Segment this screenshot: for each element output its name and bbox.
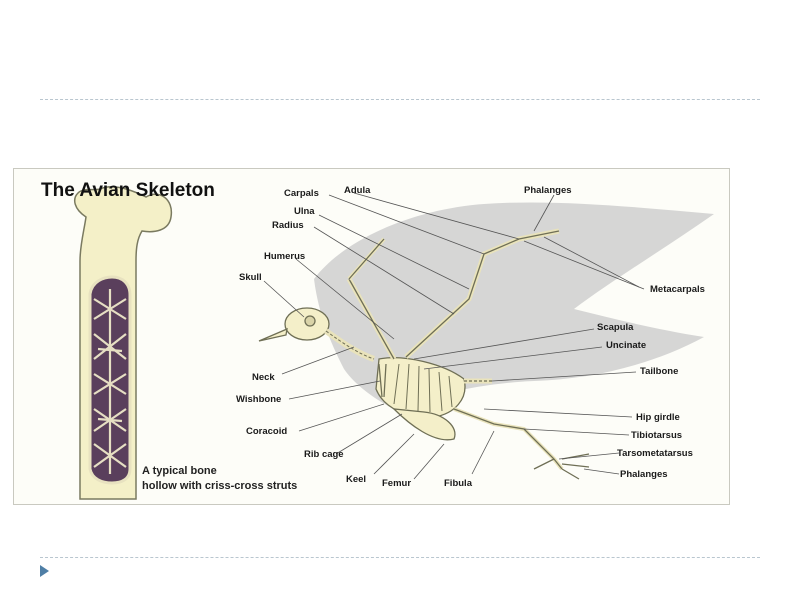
- label-adula: Adula: [344, 185, 370, 196]
- label-wishbone: Wishbone: [236, 394, 281, 405]
- top-divider: [40, 99, 760, 100]
- label-tailbone: Tailbone: [640, 366, 678, 377]
- label-ulna: Ulna: [294, 206, 315, 217]
- bone-caption-line-1: A typical bone: [142, 464, 297, 479]
- label-femur: Femur: [382, 478, 411, 489]
- label-radius: Radius: [272, 220, 304, 231]
- bird-shadow: [314, 202, 714, 409]
- label-uncinate: Uncinate: [606, 340, 646, 351]
- label-phalanges-wing: Phalanges: [524, 185, 572, 196]
- bone-caption: A typical bone hollow with criss-cross s…: [142, 464, 297, 494]
- label-fibula: Fibula: [444, 478, 472, 489]
- label-humerus: Humerus: [264, 251, 305, 262]
- label-neck: Neck: [252, 372, 275, 383]
- label-tarsometatarsus: Tarsometatarsus: [617, 448, 693, 459]
- label-tibiotarsus: Tibiotarsus: [631, 430, 682, 441]
- avian-skeleton-figure: The Avian Skeleton A typical bone hollow…: [13, 168, 730, 505]
- label-scapula: Scapula: [597, 322, 633, 333]
- label-metacarpals: Metacarpals: [650, 284, 705, 295]
- label-phalanges-foot: Phalanges: [620, 469, 668, 480]
- label-carpals: Carpals: [284, 188, 319, 199]
- hollow-bone-illustration: [75, 187, 172, 499]
- label-keel: Keel: [346, 474, 366, 485]
- bottom-divider: [40, 557, 760, 558]
- bullet-arrow-icon: [40, 565, 49, 577]
- label-coracoid: Coracoid: [246, 426, 287, 437]
- label-skull: Skull: [239, 272, 262, 283]
- figure-title: The Avian Skeleton: [41, 180, 215, 202]
- bone-caption-line-2: hollow with criss-cross struts: [142, 479, 297, 494]
- label-hip-girdle: Hip girdle: [636, 412, 680, 423]
- label-rib-cage: Rib cage: [304, 449, 344, 460]
